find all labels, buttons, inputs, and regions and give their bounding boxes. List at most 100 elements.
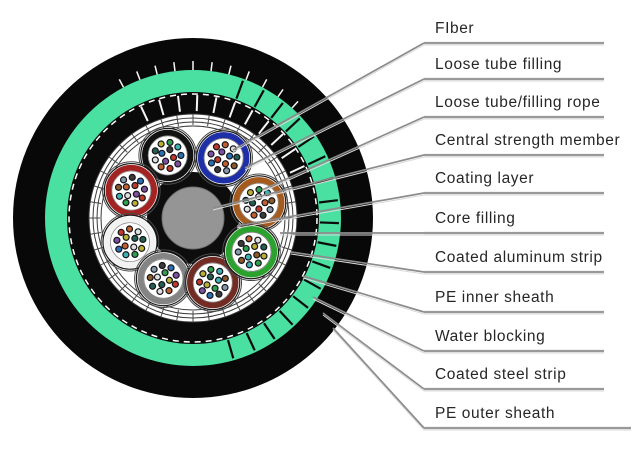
fiber-dot	[206, 291, 214, 300]
tape-hatch-tick	[281, 185, 293, 190]
fiber-dot	[255, 186, 263, 194]
green-ring-tick	[317, 241, 337, 247]
label-coating-layer: Coating layer	[435, 170, 535, 187]
label-coated-steel-strip: Coated steel strip	[435, 366, 567, 383]
fiber-dot	[131, 234, 139, 242]
fiber-dot	[253, 251, 261, 259]
inner-sheath-white-tick	[289, 165, 305, 174]
central-strength-member	[161, 186, 225, 250]
fiber-dot	[151, 147, 159, 155]
tape-hatch-tick	[160, 118, 165, 130]
tube-inner-edge	[111, 170, 152, 211]
tube-wrap-line	[183, 253, 243, 312]
fiber-dot	[122, 183, 130, 191]
fiber-dot	[169, 153, 178, 162]
tube-inner-edge	[147, 135, 188, 176]
fiber-dot	[216, 267, 224, 275]
fiber-dot	[255, 205, 263, 213]
fiber-dot	[214, 276, 223, 284]
leader-line-shadow	[322, 314, 425, 392]
outer-boundary-white-tick	[136, 71, 141, 81]
fiber-dot	[268, 197, 276, 205]
leader-line-shadow	[212, 156, 425, 211]
tube-inner-edge	[203, 138, 244, 178]
fiber-dot	[122, 251, 130, 259]
tube-wrap-line	[100, 212, 160, 272]
fiber-dot	[172, 271, 180, 279]
label-coated-aluminum-strip: Coated aluminum strip	[435, 249, 603, 266]
fiber-dot	[195, 278, 204, 286]
fiber-dot	[237, 239, 245, 248]
green-ring-tick	[270, 102, 284, 119]
leader-line	[290, 251, 425, 273]
fiber-dot	[156, 287, 164, 296]
tape-hatch-tick	[247, 292, 255, 303]
green-ring-tick	[311, 260, 331, 269]
tape-hatch-tick	[221, 118, 226, 130]
tube-inner-edge	[192, 262, 233, 303]
leader-line	[312, 296, 425, 352]
outer-boundary-white-tick	[118, 79, 125, 88]
inner-sheath-white-tick	[140, 106, 149, 122]
fiber-dot	[211, 284, 219, 292]
loose-tube-bottom-left	[134, 249, 193, 308]
loose-tube-upper-right	[194, 128, 253, 188]
fiber-dot	[260, 243, 268, 251]
tape-hatch-tick	[145, 125, 152, 136]
tape-hatch-tick	[267, 156, 278, 164]
fiber-dot	[134, 228, 142, 236]
tube-outline	[185, 254, 241, 311]
tape-hatch-tick	[258, 144, 267, 153]
fiber-dot	[242, 244, 250, 253]
label-water-blocking: Water blocking	[435, 328, 546, 345]
green-ring-tick	[253, 89, 265, 108]
fiber-dot	[130, 243, 138, 251]
fiber-dot	[150, 265, 158, 273]
green-ring-tick	[285, 117, 301, 133]
fiber-dot	[114, 183, 123, 191]
fiber-dot	[113, 236, 121, 244]
label-loose-tube-filling-rope: Loose tube/filling rope	[435, 94, 601, 111]
green-ring-tick	[292, 295, 309, 309]
label-central-strength-member: Central strength member	[435, 132, 621, 149]
fiber-dot	[207, 150, 215, 158]
fiber-dot	[119, 176, 128, 184]
inner-sheath-white-tick	[244, 109, 254, 125]
fiber-dot	[234, 248, 242, 256]
loose-tube-bottom-right	[183, 253, 243, 312]
fiber-dot	[207, 159, 216, 167]
fiber-dot	[124, 191, 132, 200]
inner-sheath-white-tick	[177, 95, 181, 112]
fiber-dot	[122, 199, 130, 207]
fiber-dot	[171, 280, 179, 288]
tape-hatch-tick	[281, 246, 293, 251]
fiber-dot	[266, 206, 274, 214]
fiber-dot	[212, 143, 221, 151]
green-ring-tick	[307, 155, 326, 166]
fiber-dot	[250, 211, 258, 219]
fiber-dot	[244, 253, 252, 261]
fiber-dot	[158, 149, 166, 157]
outer-boundary-white-tick	[291, 100, 299, 109]
tube-color-ring	[197, 132, 250, 184]
fiber-dot	[199, 270, 207, 278]
label-pe-outer-sheath: PE outer sheath	[435, 405, 556, 422]
fiber-dot	[233, 153, 241, 161]
tape-hatch-tick	[93, 246, 105, 251]
fiber-dot	[161, 157, 170, 165]
fiber-dot	[218, 148, 226, 156]
fiber-dot	[177, 151, 185, 160]
fiber-dot	[254, 236, 262, 244]
fiber-dot	[122, 233, 130, 241]
fiber-dot	[121, 242, 129, 250]
outer-boundary-white-tick	[210, 62, 213, 72]
outer-boundary-white-tick	[261, 79, 268, 88]
tape-hatch-tick	[108, 156, 119, 164]
fiber-dot	[214, 156, 222, 164]
tube-inner-edge	[110, 222, 150, 263]
inner-sheath-white-tick	[195, 95, 199, 112]
fiber-dot	[166, 164, 174, 173]
leader-line	[236, 192, 425, 227]
inner-sheath-white-tick	[270, 133, 284, 146]
tube-outline	[223, 224, 280, 280]
